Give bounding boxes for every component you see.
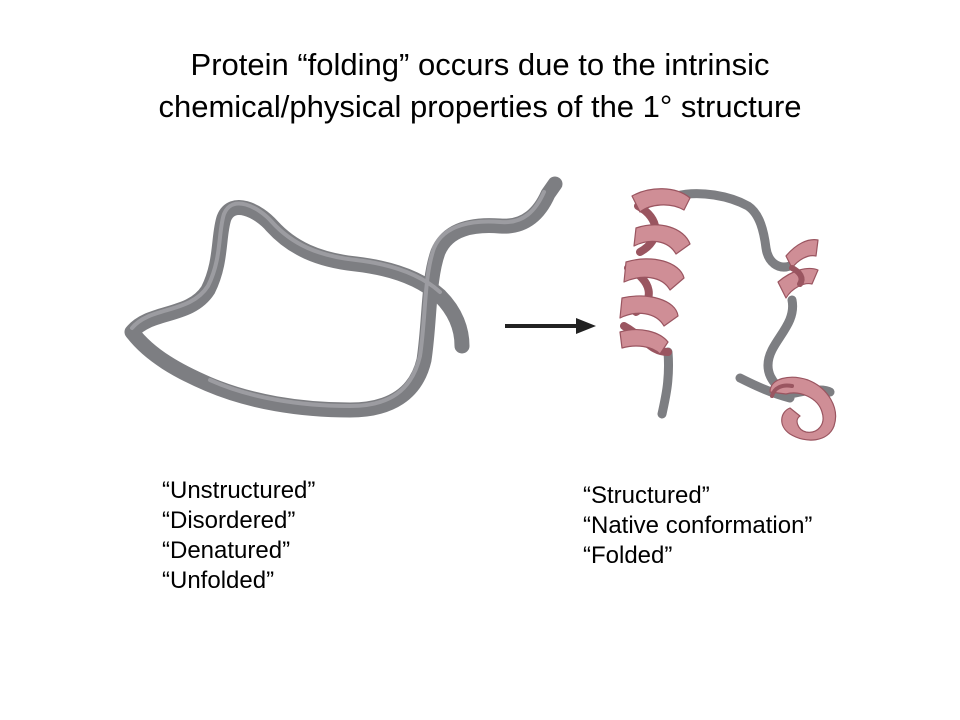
helix-1: [619, 188, 691, 356]
folded-labels: “Structured” “Native conformation” “Fold…: [583, 481, 812, 571]
arrow-head: [576, 318, 596, 334]
folded-label: “Structured”: [583, 482, 710, 509]
helix-3-shade: [770, 383, 794, 398]
folded-label: “Folded”: [583, 542, 673, 569]
unfolded-label: “Denatured”: [162, 537, 291, 564]
helix-1-turn-2: [633, 224, 691, 255]
folding-arrow: [505, 318, 596, 334]
unfolded-coil-highlight: [130, 190, 546, 408]
helix-2-turn-1: [785, 239, 819, 269]
helix-1-turn-3: [623, 258, 685, 291]
helix-1-turn-1: [631, 188, 691, 213]
helix-1-turn-5: [619, 329, 669, 355]
unfolded-labels: “Unstructured” “Disordered” “Denatured” …: [162, 476, 315, 596]
slide-title: Protein “folding” occurs due to the intr…: [0, 44, 960, 128]
unfolded-label: “Unstructured”: [162, 477, 316, 504]
unfolded-coil-strand: [124, 176, 563, 418]
title-line-2: chemical/physical properties of the 1° s…: [158, 89, 802, 124]
unfolded-label: “Unfolded”: [162, 567, 275, 594]
folded-protein: [619, 188, 837, 441]
helix-2: [777, 239, 819, 299]
folded-label: “Native conformation”: [583, 512, 813, 539]
title-line-1: Protein “folding” occurs due to the intr…: [190, 47, 770, 82]
unfolded-coil: [124, 176, 563, 418]
helix-1-turn-4: [619, 295, 679, 327]
helix-3-loop: [769, 376, 837, 441]
unfolded-label: “Disordered”: [162, 507, 296, 534]
helix-2-back: [789, 265, 805, 287]
helix-3: [769, 376, 837, 441]
